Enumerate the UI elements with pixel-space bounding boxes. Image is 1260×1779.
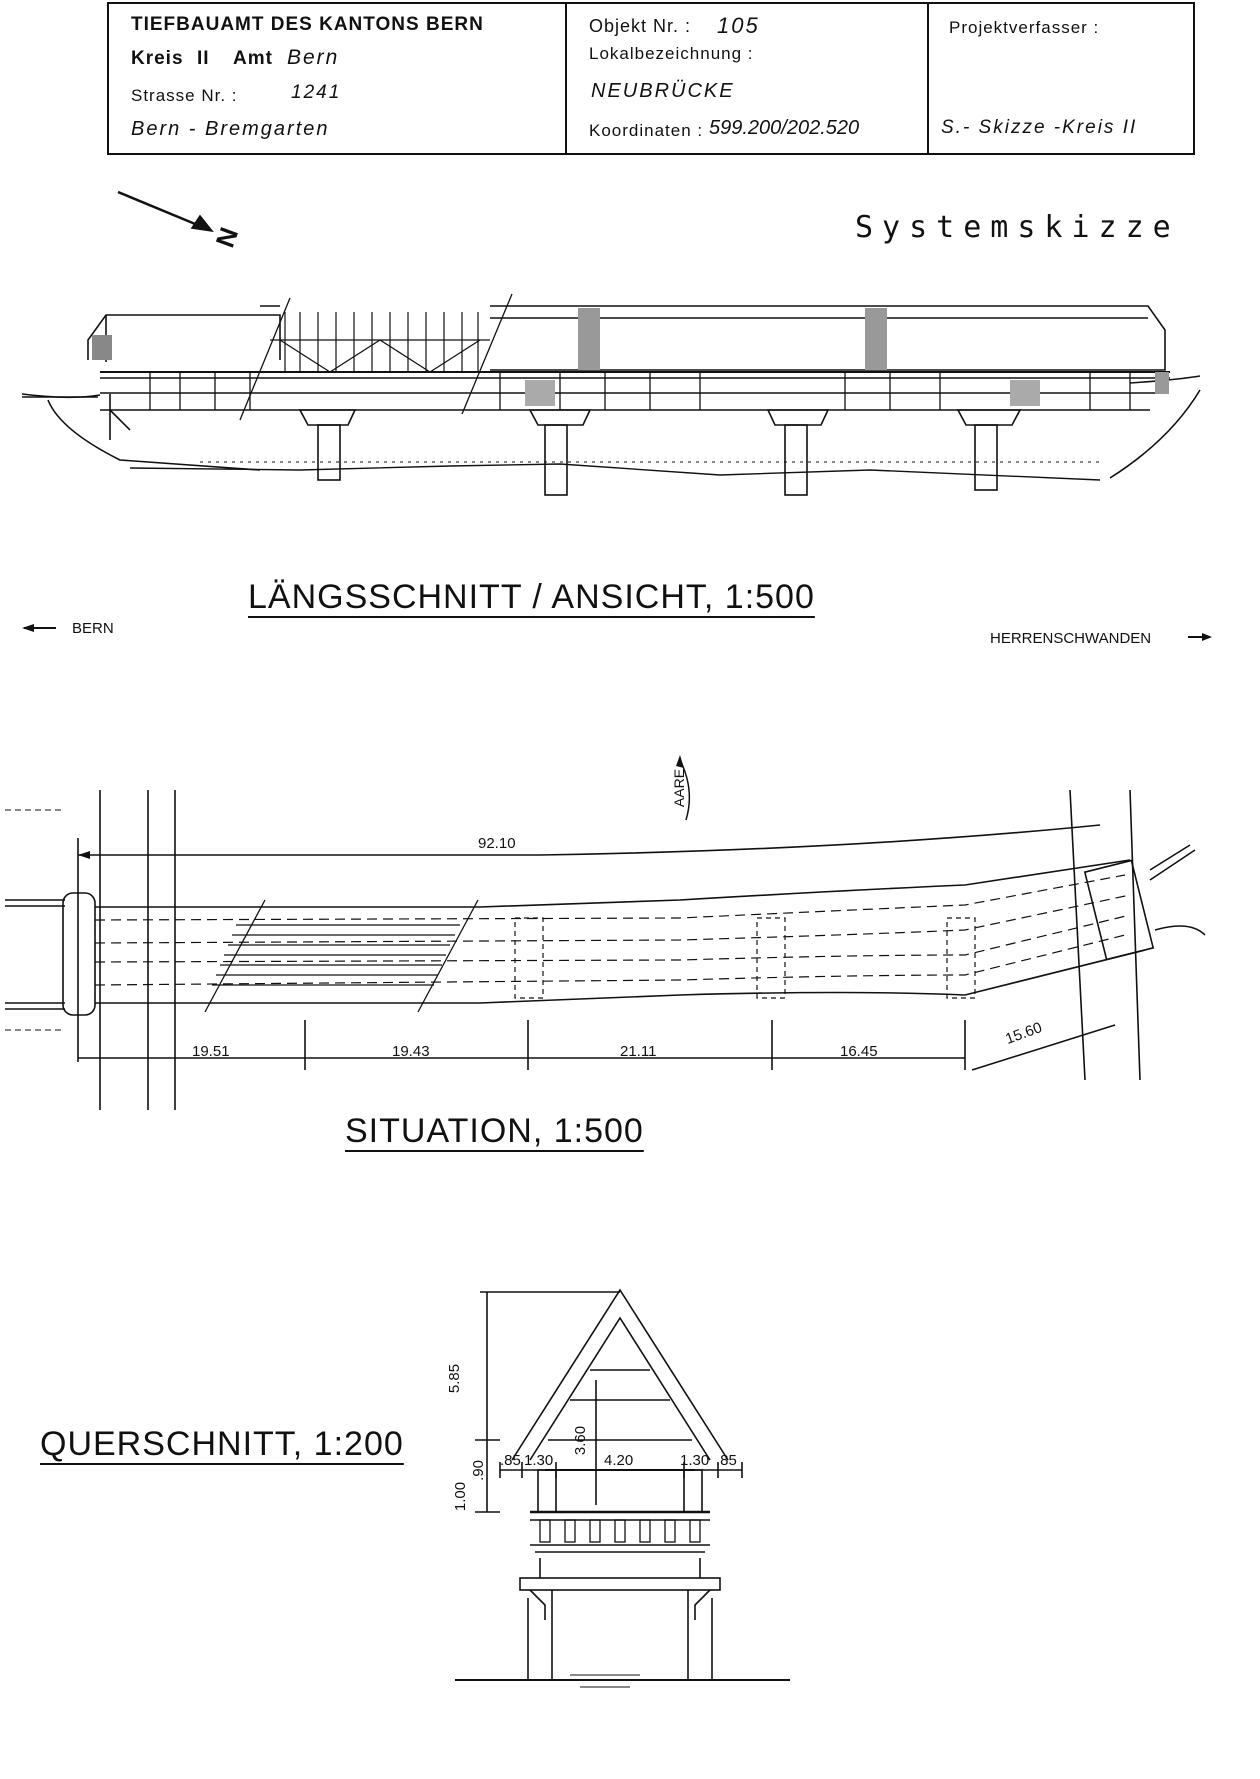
situation-title: SITUATION, 1:500 — [345, 1112, 644, 1150]
dim-090-label: .90 — [469, 1460, 487, 1481]
koord-label: Koordinaten : — [589, 121, 704, 140]
strasse-label: Strasse Nr. : — [131, 86, 238, 105]
north-arrow-icon — [117, 190, 214, 233]
span-label: 21.11 — [620, 1043, 657, 1060]
verfasser-label: Projektverfasser : — [949, 18, 1100, 37]
left-direction-label: BERN — [72, 620, 114, 637]
office-name: TIEFBAUAMT DES KANTONS BERN — [131, 14, 484, 35]
dim-85-right-label: .85 — [716, 1452, 737, 1469]
span-label: 19.51 — [192, 1043, 230, 1060]
amt-value: Bern — [287, 46, 340, 69]
cross-section-title: QUERSCHNITT, 1:200 — [40, 1425, 404, 1463]
title-block-object: Objekt Nr. : 105 Lokalbezeichnung : NEUB… — [567, 4, 929, 153]
height-total-label: 5.85 — [446, 1363, 464, 1394]
river-label: AARE — [671, 768, 688, 808]
objekt-value: 105 — [717, 13, 760, 38]
dim-85-left-label: .85 — [500, 1452, 521, 1469]
systemskizze-label: Systemskizze — [855, 210, 1180, 245]
total-length-label: 92.10 — [478, 835, 516, 852]
lokal-value: NEUBRÜCKE — [591, 80, 735, 102]
route: Bern - Bremgarten — [131, 118, 330, 140]
height-inner-label: 3.60 — [572, 1425, 590, 1456]
lokal-label: Lokalbezeichnung : — [589, 44, 754, 63]
title-block-office: TIEFBAUAMT DES KANTONS BERN Kreis II Amt… — [109, 4, 567, 153]
title-block: TIEFBAUAMT DES KANTONS BERN Kreis II Amt… — [107, 2, 1195, 155]
pier — [528, 409, 592, 496]
dim-130-left-label: 1.30 — [524, 1452, 554, 1469]
amt-label: Amt — [233, 48, 273, 69]
span-label: 16.45 — [840, 1043, 878, 1060]
dim-420-label: 4.20 — [604, 1452, 634, 1469]
verfasser-value: S.- Skizze -Kreis II — [941, 117, 1138, 138]
right-direction-label: HERRENSCHWANDEN — [990, 630, 1152, 647]
koord-value: 599.200/202.520 — [709, 117, 860, 139]
kreis-label: Kreis — [131, 48, 184, 69]
pier — [298, 409, 357, 481]
dim-100-label: 1.00 — [452, 1481, 470, 1512]
objekt-label: Objekt Nr. : — [589, 16, 692, 36]
longitudinal-title: LÄNGSSCHNITT / ANSICHT, 1:500 — [248, 578, 815, 616]
pier — [766, 409, 830, 496]
cross-section — [455, 1288, 790, 1688]
kreis-value: II — [197, 48, 210, 69]
span-label: 19.43 — [392, 1043, 430, 1060]
plan-view — [5, 755, 1206, 1110]
dim-130-right-label: 1.30 — [680, 1452, 710, 1469]
longitudinal-view — [21, 293, 1201, 496]
title-block-author: Projektverfasser : S.- Skizze -Kreis II — [929, 4, 1193, 153]
strasse-value: 1241 — [291, 82, 342, 103]
pier — [956, 409, 1022, 491]
